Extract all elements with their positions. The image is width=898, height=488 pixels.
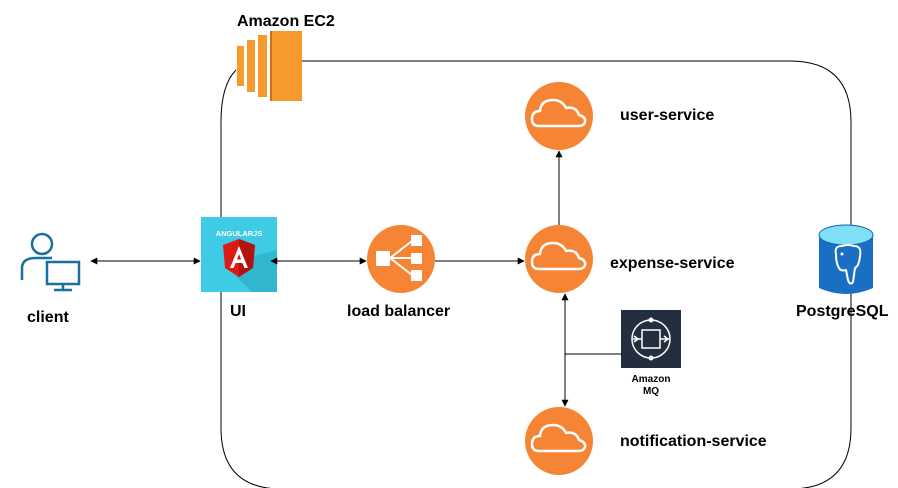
amazon-mq-label: Amazon MQ bbox=[621, 374, 681, 398]
amazon-mq-label-line1: Amazon bbox=[631, 374, 671, 385]
ec2-icon bbox=[237, 31, 302, 101]
postgresql-icon bbox=[818, 224, 874, 294]
amazon-mq-label-line2: MQ bbox=[642, 386, 660, 397]
postgresql-label: PostgreSQL bbox=[796, 303, 889, 320]
user-service-icon bbox=[525, 82, 593, 150]
load-balancer-label: load balancer bbox=[347, 303, 451, 320]
client-icon bbox=[20, 232, 81, 292]
expense-service-label: expense-service bbox=[610, 255, 735, 272]
notification-service-icon bbox=[525, 407, 593, 475]
client-label: client bbox=[27, 309, 69, 326]
load-balancer-icon bbox=[367, 225, 435, 293]
ec2-label: Amazon EC2 bbox=[237, 13, 335, 30]
angular-badge-text: ANGULARJS bbox=[216, 229, 263, 238]
expense-service-icon bbox=[525, 225, 593, 293]
angular-icon bbox=[201, 217, 277, 292]
amazon-mq-icon bbox=[621, 310, 681, 368]
notification-service-label: notification-service bbox=[620, 433, 767, 450]
ec2-boundary bbox=[220, 60, 852, 488]
ui-label: UI bbox=[230, 303, 246, 320]
user-service-label: user-service bbox=[620, 107, 715, 124]
